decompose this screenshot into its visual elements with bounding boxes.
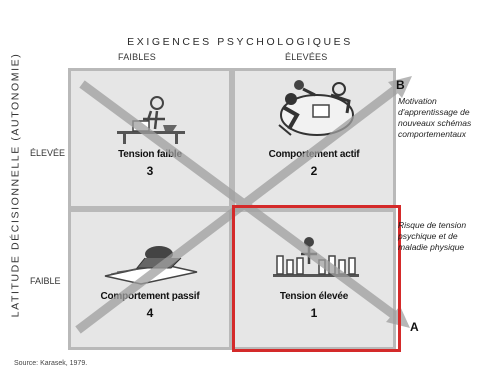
highlight-box-tension-elevee xyxy=(232,205,401,352)
quadrant-number: 4 xyxy=(146,306,154,320)
quadrant-number: 3 xyxy=(146,164,154,178)
row-label-low: FAIBLE xyxy=(30,276,61,286)
quadrant-tension-elevee: Tension élevée 1 xyxy=(235,212,393,347)
column-label-high: ÉLEVÉES xyxy=(285,52,328,62)
quadrant-title: Tension élevée xyxy=(279,291,349,302)
row-label-high: ÉLEVÉE xyxy=(30,148,66,158)
diagonal-b-description: Motivation d'apprentissage de nouveaux s… xyxy=(398,96,472,139)
people-meeting-icon xyxy=(278,80,354,136)
quadrant-title: Comportement passif xyxy=(100,291,200,302)
source-note: Source: Karasek, 1979. xyxy=(14,360,88,367)
quadrant-number: 2 xyxy=(310,164,318,178)
arrowhead-b xyxy=(388,76,412,98)
endpoint-a-label: A xyxy=(410,320,419,334)
endpoint-b-label: B xyxy=(396,78,405,92)
quadrant-number: 1 xyxy=(310,306,318,320)
diagonal-arrow-a xyxy=(79,80,401,322)
column-label-low: FAIBLES xyxy=(118,52,156,62)
diagonal-arrow-b xyxy=(75,82,403,334)
horizontal-axis-title: EXIGENCES PSYCHOLOGIQUES xyxy=(127,36,353,48)
quadrant-title: Tension faible xyxy=(118,149,182,160)
diagonal-a-description: Risque de tension psychique et de maladi… xyxy=(398,220,467,252)
